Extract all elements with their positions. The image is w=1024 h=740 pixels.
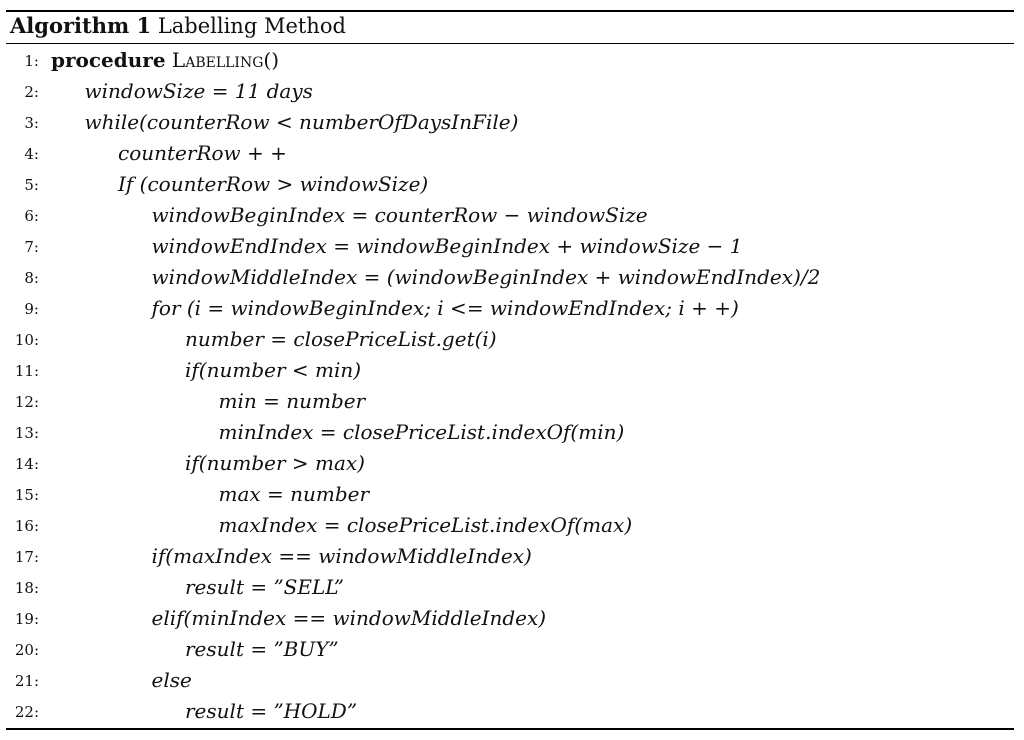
line-number: 19:: [14, 610, 39, 628]
line-number: 1:: [24, 52, 39, 70]
algorithm-line: 12: min = number: [6, 386, 1014, 417]
line-number: 4:: [24, 145, 39, 163]
line-number: 22:: [14, 703, 39, 721]
line-number: 12:: [14, 393, 39, 411]
code-text: if(maxIndex == windowMiddleIndex): [151, 544, 532, 568]
code-text: procedure Labelling(): [51, 45, 279, 76]
code-text: while(counterRow < numberOfDaysInFile): [84, 110, 519, 134]
line-number: 10:: [14, 331, 39, 349]
algorithm-line: 18: result = ”SELL”: [6, 572, 1014, 603]
algorithm-line: 10: number = closePriceList.get(i): [6, 324, 1014, 355]
algorithm-header: Algorithm 1 Labelling Method: [10, 11, 346, 41]
line-number: 17:: [14, 548, 39, 566]
code-text: windowEndIndex = windowBeginIndex + wind…: [151, 234, 743, 258]
algorithm-line: 11: if(number < min): [6, 355, 1014, 386]
top-rule: [6, 10, 1014, 12]
code-text: else: [151, 668, 192, 692]
code-text: elif(minIndex == windowMiddleIndex): [151, 606, 547, 630]
algorithm-label: Algorithm 1: [10, 13, 152, 38]
code-text: if(number > max): [185, 451, 365, 475]
line-number: 18:: [14, 579, 39, 597]
algorithm-line: 14: if(number > max): [6, 448, 1014, 479]
algorithm-line: 2: windowSize = 11 days: [6, 76, 1014, 107]
algorithm-line: 15: max = number: [6, 479, 1014, 510]
code-text: minIndex = closePriceList.indexOf(min): [218, 420, 625, 444]
algorithm-line: 8: windowMiddleIndex = (windowBeginIndex …: [6, 262, 1014, 293]
line-number: 13:: [14, 424, 39, 442]
line-number: 20:: [14, 641, 39, 659]
line-number: 2:: [24, 83, 39, 101]
line-number: 9:: [24, 300, 39, 318]
algorithm-line: 22: result = ”HOLD”: [6, 696, 1014, 727]
algorithm-line: 21: else: [6, 665, 1014, 696]
code-text: number = closePriceList.get(i): [185, 327, 497, 351]
code-text: windowMiddleIndex = (windowBeginIndex + …: [151, 265, 821, 289]
line-number: 7:: [24, 238, 39, 256]
algorithm-line: 16: maxIndex = closePriceList.indexOf(max…: [6, 510, 1014, 541]
bottom-rule: [6, 728, 1014, 730]
algorithm-line: 6: windowBeginIndex = counterRow − window…: [6, 200, 1014, 231]
algorithm-line: 19: elif(minIndex == windowMiddleIndex): [6, 603, 1014, 634]
code-text: maxIndex = closePriceList.indexOf(max): [218, 513, 633, 537]
code-text: result = ”HOLD”: [185, 699, 358, 723]
algorithm-line: 20: result = ”BUY”: [6, 634, 1014, 665]
line-number: 3:: [24, 114, 39, 132]
code-text: min = number: [218, 389, 366, 413]
algorithm-line: 13: minIndex = closePriceList.indexOf(min…: [6, 417, 1014, 448]
code-text: if(number < min): [185, 358, 362, 382]
header-rule: [6, 43, 1014, 44]
code-text: windowSize = 11 days: [84, 79, 313, 103]
line-number: 11:: [14, 362, 39, 380]
algorithm-line: 4: counterRow + +: [6, 138, 1014, 169]
line-number: 6:: [24, 207, 39, 225]
procedure-args: (): [263, 48, 279, 72]
code-text: windowBeginIndex = counterRow − windowSi…: [151, 203, 648, 227]
keyword: procedure: [51, 48, 166, 72]
algorithm-line: 7: windowEndIndex = windowBeginIndex + wi…: [6, 231, 1014, 262]
line-number: 21:: [14, 672, 39, 690]
code-text: If (counterRow > windowSize): [118, 172, 429, 196]
algorithm-line: 9: for (i = windowBeginIndex; i <= window…: [6, 293, 1014, 324]
algorithm-line: 17: if(maxIndex == windowMiddleIndex): [6, 541, 1014, 572]
algorithm-line: 5: If (counterRow > windowSize): [6, 169, 1014, 200]
algorithm-title: Labelling Method: [157, 14, 346, 38]
line-number: 16:: [14, 517, 39, 535]
algorithm-line: 3: while(counterRow < numberOfDaysInFile): [6, 107, 1014, 138]
code-text: result = ”SELL”: [185, 575, 344, 599]
line-number: 8:: [24, 269, 39, 287]
code-text: max = number: [218, 482, 370, 506]
line-number: 5:: [24, 176, 39, 194]
code-text: result = ”BUY”: [185, 637, 339, 661]
algorithm-block: Algorithm 1 Labelling Method 1: procedure…: [6, 0, 1014, 740]
line-number: 15:: [14, 486, 39, 504]
algorithm-line: 1: procedure Labelling(): [6, 45, 1014, 76]
line-number: 14:: [14, 455, 39, 473]
code-text: for (i = windowBeginIndex; i <= windowEn…: [151, 296, 739, 320]
procedure-name: Labelling: [171, 48, 264, 72]
code-text: counterRow + +: [118, 141, 287, 165]
